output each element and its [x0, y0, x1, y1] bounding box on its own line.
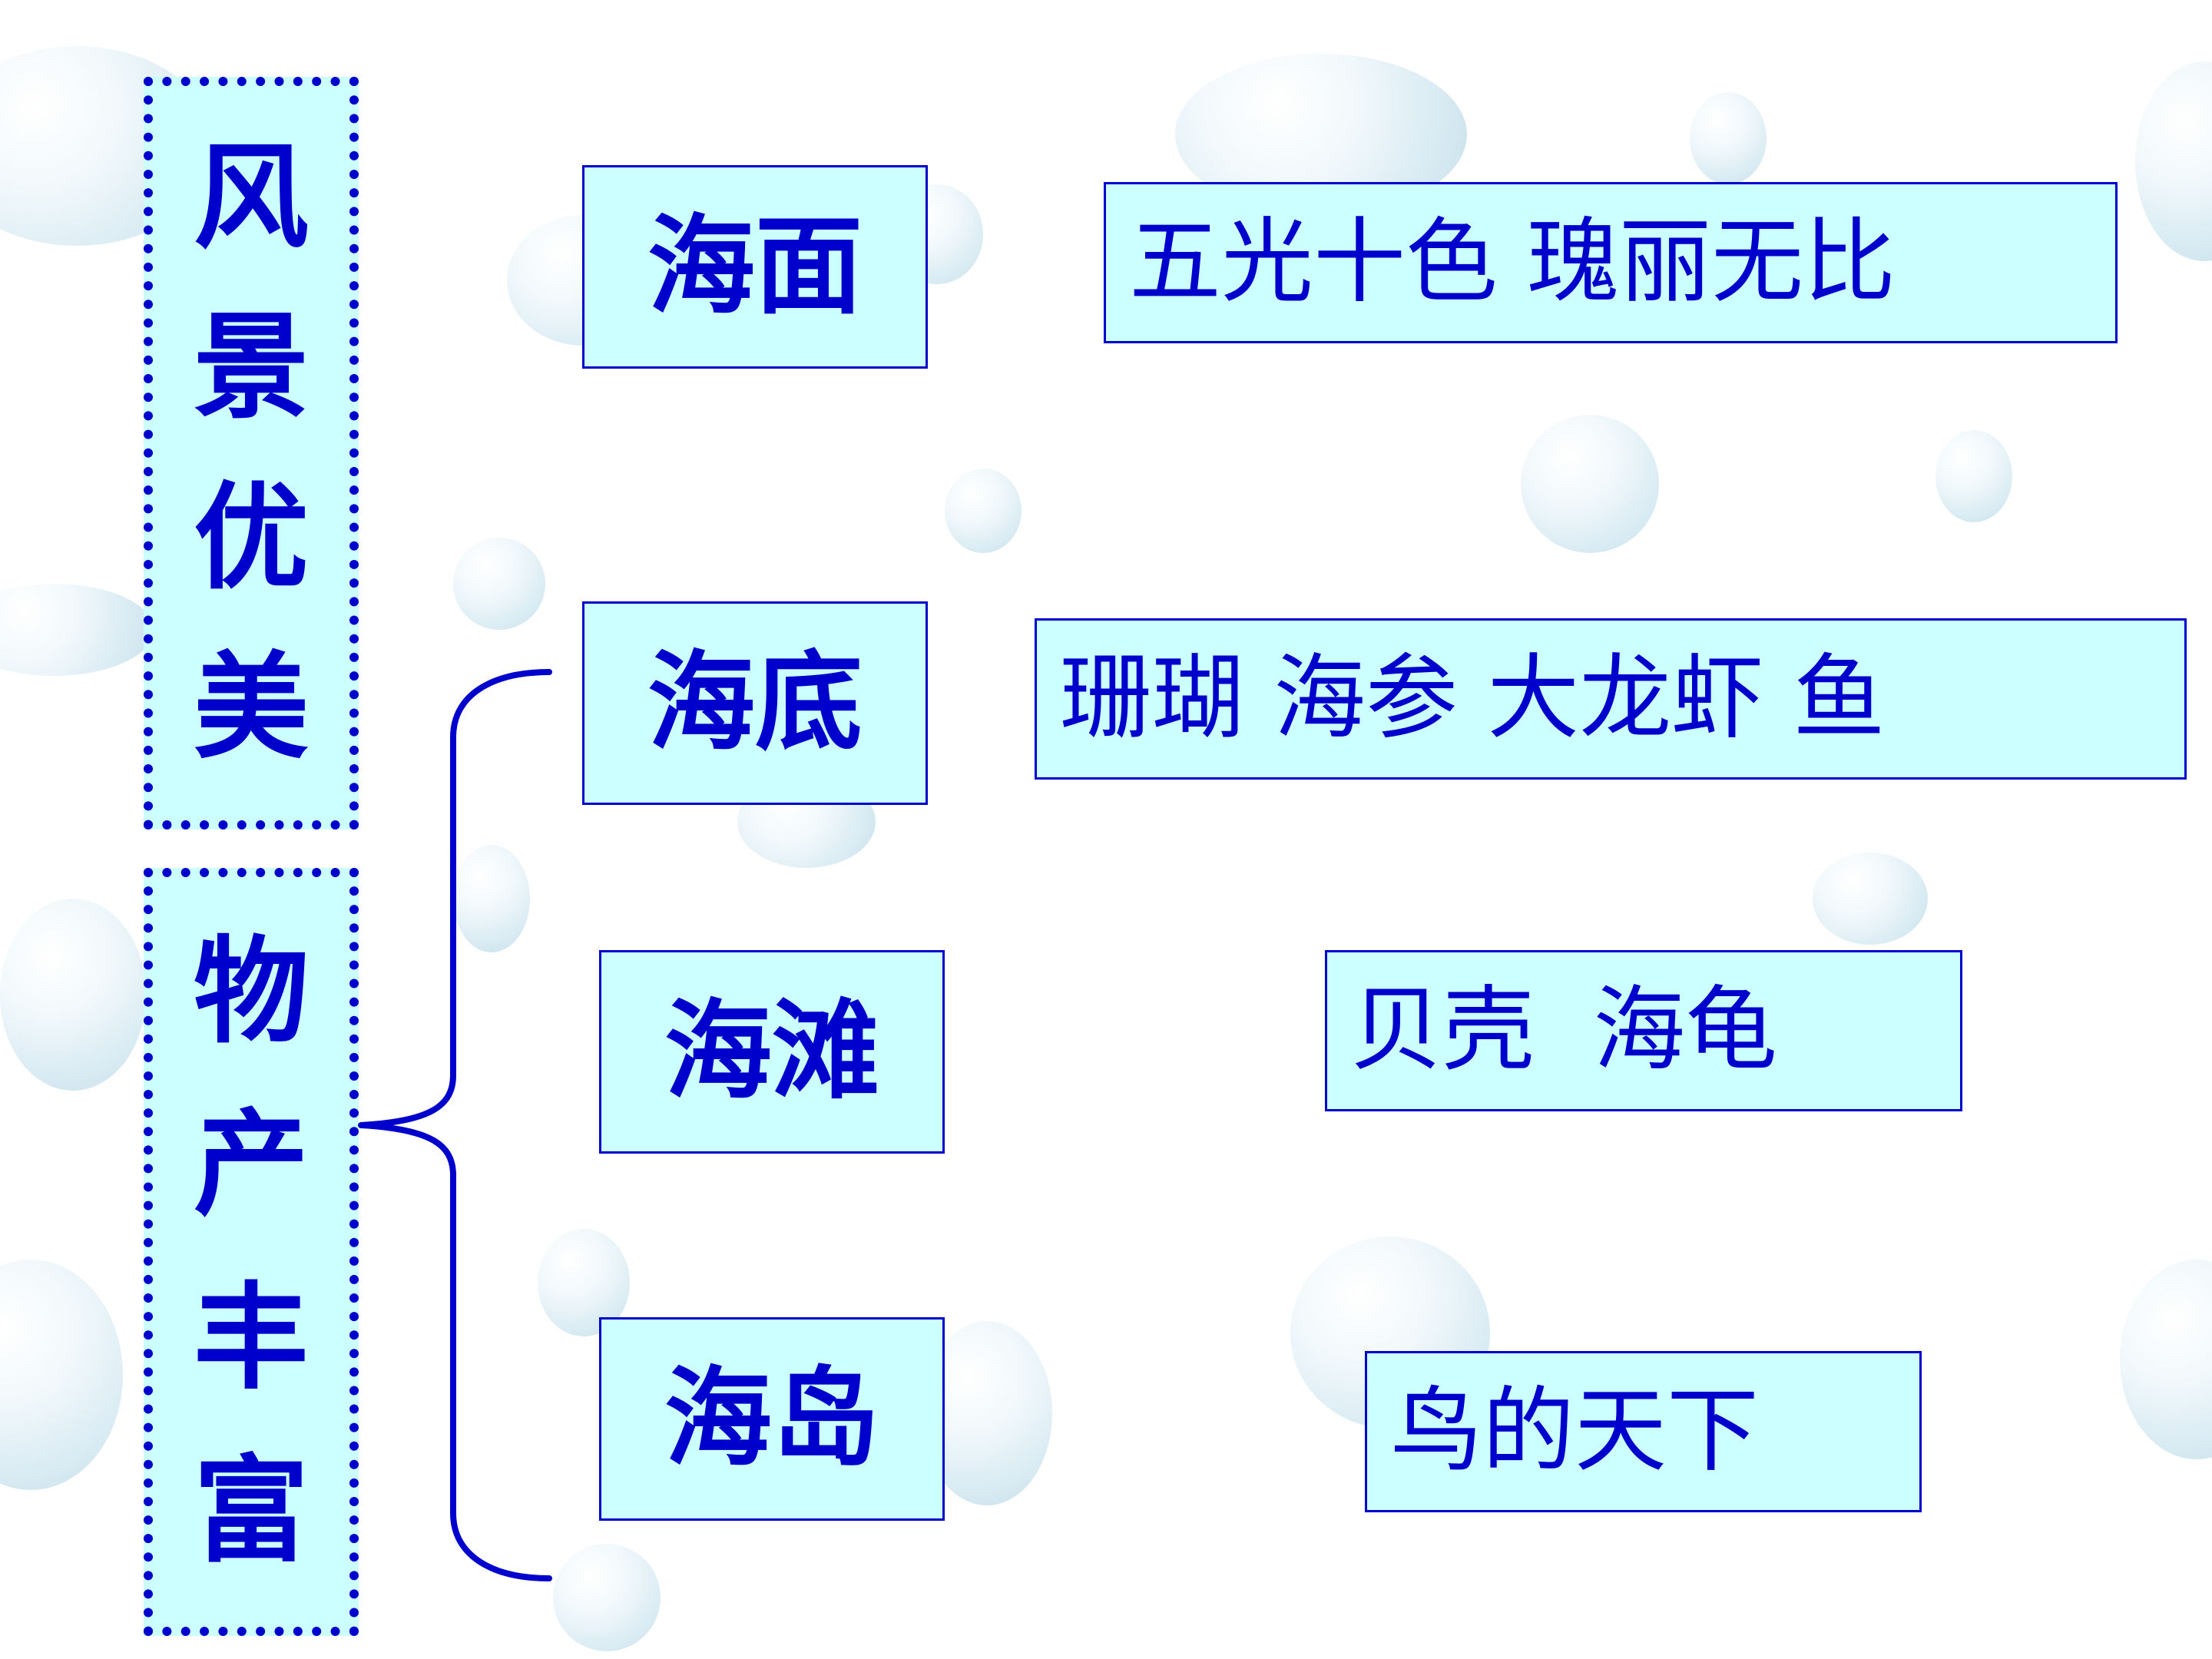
title-char: 产	[193, 1098, 309, 1233]
background-bubble	[945, 469, 1022, 553]
background-bubble	[1690, 92, 1767, 184]
background-bubble	[453, 845, 530, 952]
category-label-sea-surface: 海面	[582, 165, 928, 369]
background-bubble	[0, 584, 154, 676]
title-char: 风	[193, 131, 309, 266]
background-bubble	[0, 899, 146, 1091]
title-char: 丰	[193, 1271, 309, 1406]
title-char: 优	[193, 471, 309, 605]
category-label-island: 海岛	[599, 1317, 945, 1521]
background-bubble	[1936, 430, 2012, 522]
description-sea-surface: 五光十色 瑰丽无比	[1104, 182, 2118, 343]
background-bubble	[453, 538, 545, 630]
title-char: 物	[193, 926, 309, 1060]
category-label-beach: 海滩	[599, 950, 945, 1154]
rich-products-box: 物 产 丰 富	[144, 868, 359, 1636]
background-bubble	[1813, 853, 1928, 945]
description-beach: 贝壳 海龟	[1325, 950, 1962, 1111]
title-char: 美	[193, 641, 309, 775]
title-char: 景	[193, 301, 309, 435]
category-label-seabed: 海底	[582, 601, 928, 805]
scenery-beautiful-box: 风 景 优 美	[144, 77, 359, 830]
background-bubble	[553, 1544, 661, 1651]
brace-path	[358, 669, 552, 1581]
title-char: 富	[193, 1444, 309, 1578]
background-bubble	[1521, 415, 1659, 553]
description-island: 鸟的天下	[1365, 1351, 1922, 1512]
description-seabed: 珊瑚 海参 大龙虾 鱼	[1035, 618, 2187, 780]
